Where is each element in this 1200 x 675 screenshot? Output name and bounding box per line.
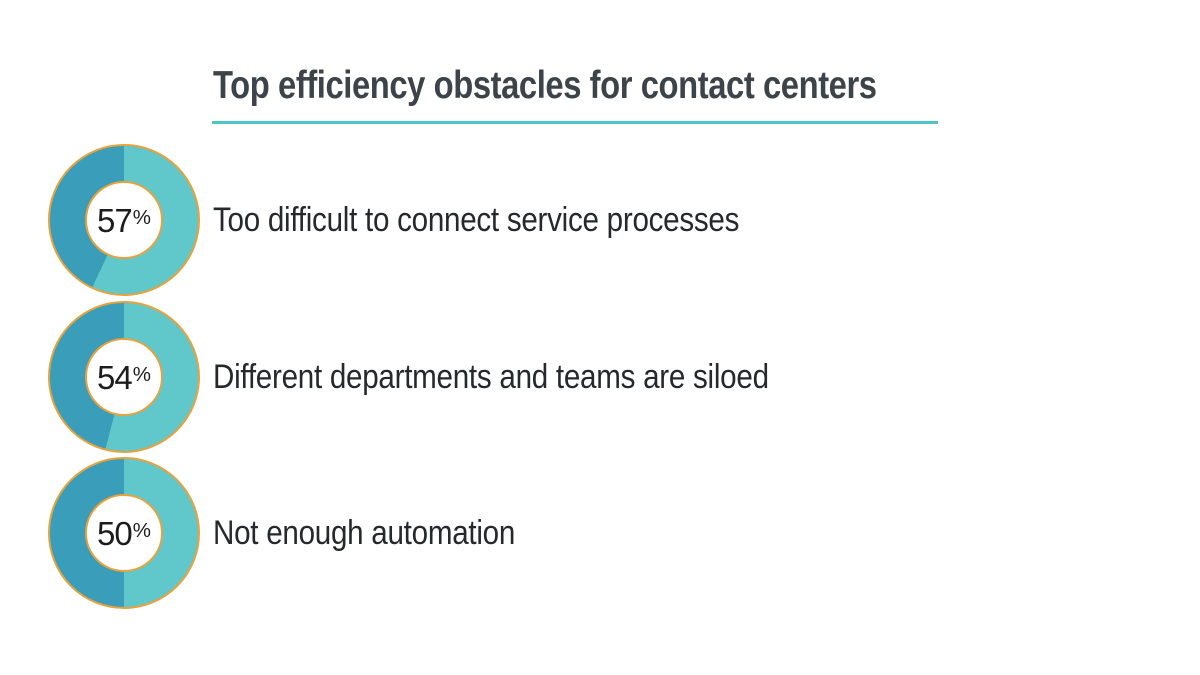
percent-number: 54 [97, 358, 133, 396]
donut-percent: 50% [97, 517, 151, 550]
percent-symbol: % [132, 362, 151, 386]
page-title: Top efficiency obstacles for contact cen… [213, 64, 877, 107]
percent-number: 57 [97, 201, 133, 239]
donut-row: 50% Not enough automation [48, 457, 560, 609]
donut-hole: 50% [85, 494, 163, 572]
percent-symbol: % [132, 518, 151, 542]
percent-symbol: % [132, 205, 151, 229]
obstacle-label: Too difficult to connect service process… [213, 200, 740, 239]
donut-chart: 50% [48, 457, 200, 609]
donut-row: 57% Too difficult to connect service pro… [48, 144, 818, 296]
donut-chart: 54% [48, 301, 200, 453]
title-underline [212, 121, 938, 124]
donut-percent: 54% [97, 361, 151, 394]
donut-hole: 54% [85, 338, 163, 416]
obstacle-label: Not enough automation [213, 513, 516, 552]
donut-chart: 57% [48, 144, 200, 296]
donut-percent: 57% [97, 204, 151, 237]
donut-hole: 57% [85, 181, 163, 259]
percent-number: 50 [97, 514, 133, 552]
donut-row: 54% Different departments and teams are … [48, 301, 852, 453]
obstacle-label: Different departments and teams are silo… [213, 357, 769, 396]
